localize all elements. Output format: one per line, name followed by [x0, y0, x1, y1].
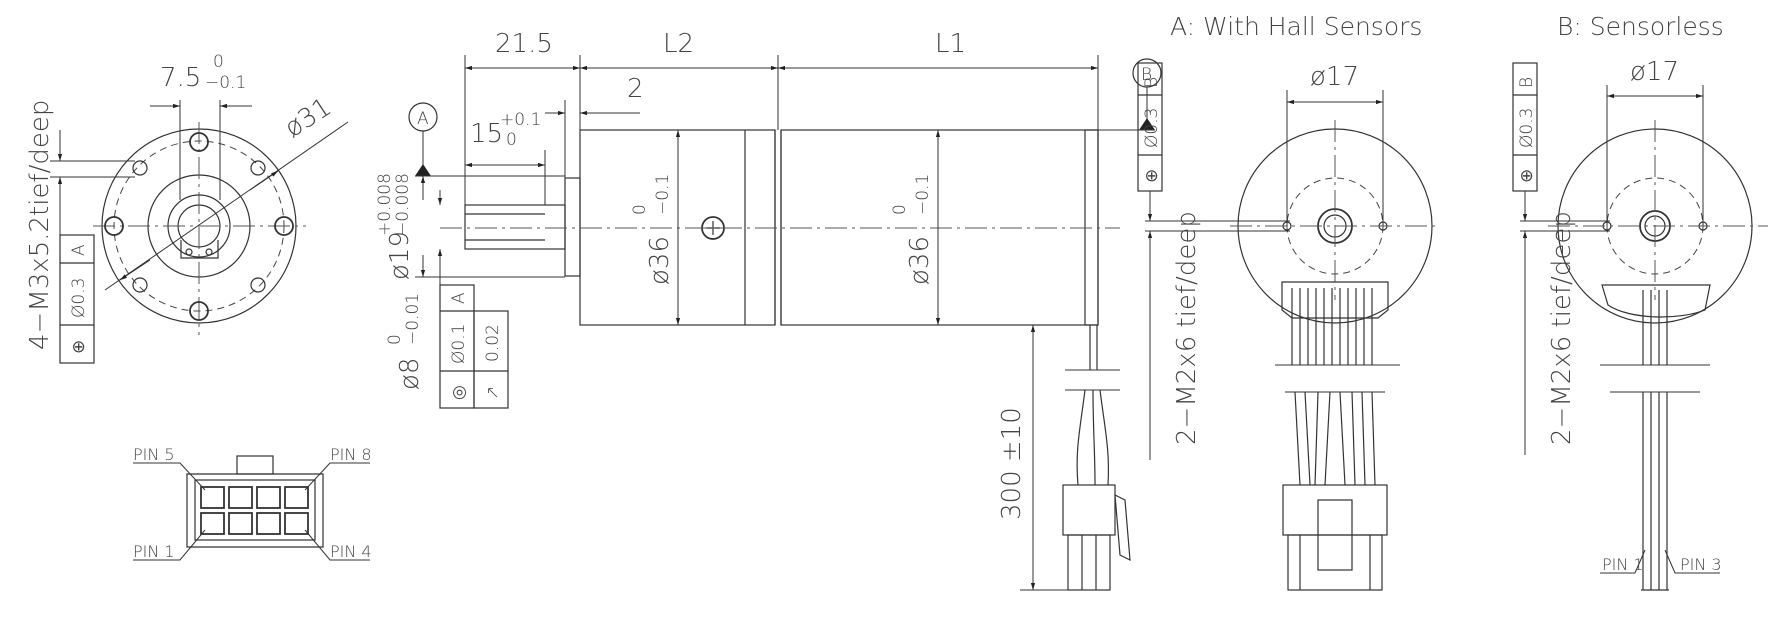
view-a-tolerance-frame: B Ø0.3 ⊕ — [1137, 62, 1163, 192]
svg-text:+0.1: +0.1 — [500, 110, 541, 130]
svg-text:⊕: ⊕ — [69, 340, 89, 354]
svg-text:−0.01: −0.01 — [403, 293, 423, 345]
pin8-label: PIN 8 — [330, 445, 372, 464]
svg-text:Ø0.3: Ø0.3 — [1517, 108, 1537, 148]
view-b-title: B: Sensorless — [1557, 12, 1724, 41]
svg-text:A: A — [69, 244, 89, 256]
svg-text:B: B — [1517, 77, 1537, 88]
svg-text:+0.008: +0.008 — [375, 173, 395, 236]
view-a-title: A: With Hall Sensors — [1170, 12, 1422, 41]
datum-b: B — [1141, 65, 1152, 85]
svg-text:A: A — [449, 292, 469, 304]
thread-note: 4−M3x5.2tief/deep — [25, 100, 55, 350]
svg-text:0: 0 — [385, 334, 405, 345]
dim-width: 7.5 — [160, 63, 201, 93]
svg-text:−0.008: −0.008 — [393, 173, 413, 236]
datum-a: A — [417, 109, 429, 129]
view-b-thread-note: 2−M2x6 tief/deep — [1547, 211, 1577, 445]
svg-text:◎: ◎ — [449, 385, 469, 400]
dim-gear-diameter: ø36 — [645, 236, 675, 285]
dim-l1: L1 — [935, 29, 966, 59]
svg-text:0: 0 — [630, 204, 650, 215]
view-b-dim-diameter: ø17 — [1630, 57, 1679, 87]
tolerance-frame-shaft: A Ø0.1 ◎ 0.02 ↗ — [439, 284, 509, 409]
tolerance-frame: A Ø0.3 ⊕ — [59, 234, 95, 364]
screw-holes — [104, 132, 294, 321]
svg-text:↗: ↗ — [483, 386, 503, 400]
svg-text:−0.1: −0.1 — [913, 174, 933, 215]
view-b-tolerance-frame: B Ø0.3 ⊕ — [1512, 62, 1538, 192]
pin4-label: PIN 4 — [330, 542, 372, 561]
dim-cable-length: 300 ±10 — [997, 407, 1027, 520]
view-b-sensorless: B: Sensorless ø17 B Ø0.3 ⊕ 2−M2x6 tief/d… — [1512, 12, 1768, 591]
dim-15: 15 — [470, 119, 503, 149]
svg-text:Ø0.3: Ø0.3 — [69, 278, 89, 318]
svg-text:Ø0.3: Ø0.3 — [1142, 108, 1162, 148]
view-b-pin1-label: PIN 1 — [1602, 555, 1644, 574]
dim-shaft-length: 21.5 — [495, 29, 553, 59]
connector-view: PIN 5 PIN 8 PIN 1 PIN 4 — [133, 445, 372, 561]
svg-text:⊕: ⊕ — [1142, 169, 1162, 183]
pin5-label: PIN 5 — [133, 445, 175, 464]
dim-pilot: ø19 — [385, 231, 415, 280]
svg-text:−0.1: −0.1 — [653, 174, 673, 215]
svg-text:⊕: ⊕ — [1517, 169, 1537, 183]
view-a-hall-sensors: A: With Hall Sensors ø17 B Ø0.3 ⊕ 2−M2x6… — [1137, 12, 1440, 591]
dim-width-upper: 0 — [213, 52, 224, 72]
view-a-thread-note: 2−M2x6 tief/deep — [1172, 211, 1202, 445]
view-a-dim-diameter: ø17 — [1310, 62, 1359, 92]
dim-motor-diameter: ø36 — [905, 236, 935, 285]
dim-shaft: ø8 — [395, 358, 425, 390]
dim-width-lower: −0.1 — [205, 73, 246, 93]
front-view: 7.5 0 −0.1 ø31 4−M3x5.2tief/deep A Ø0.3 … — [25, 52, 349, 364]
dim-2: 2 — [627, 74, 644, 104]
side-view: 21.5 L2 L1 2 15 +0.1 0 A ø19 +0.008 −0.0… — [375, 29, 1162, 591]
dim-l2: L2 — [663, 29, 694, 59]
svg-text:Ø0.1: Ø0.1 — [449, 324, 469, 364]
svg-text:0: 0 — [506, 130, 517, 150]
svg-text:0: 0 — [890, 204, 910, 215]
svg-text:0.02: 0.02 — [483, 324, 503, 362]
svg-text:B: B — [1142, 77, 1162, 88]
view-b-pin3-label: PIN 3 — [1680, 555, 1722, 574]
pin1-label: PIN 1 — [133, 542, 175, 561]
